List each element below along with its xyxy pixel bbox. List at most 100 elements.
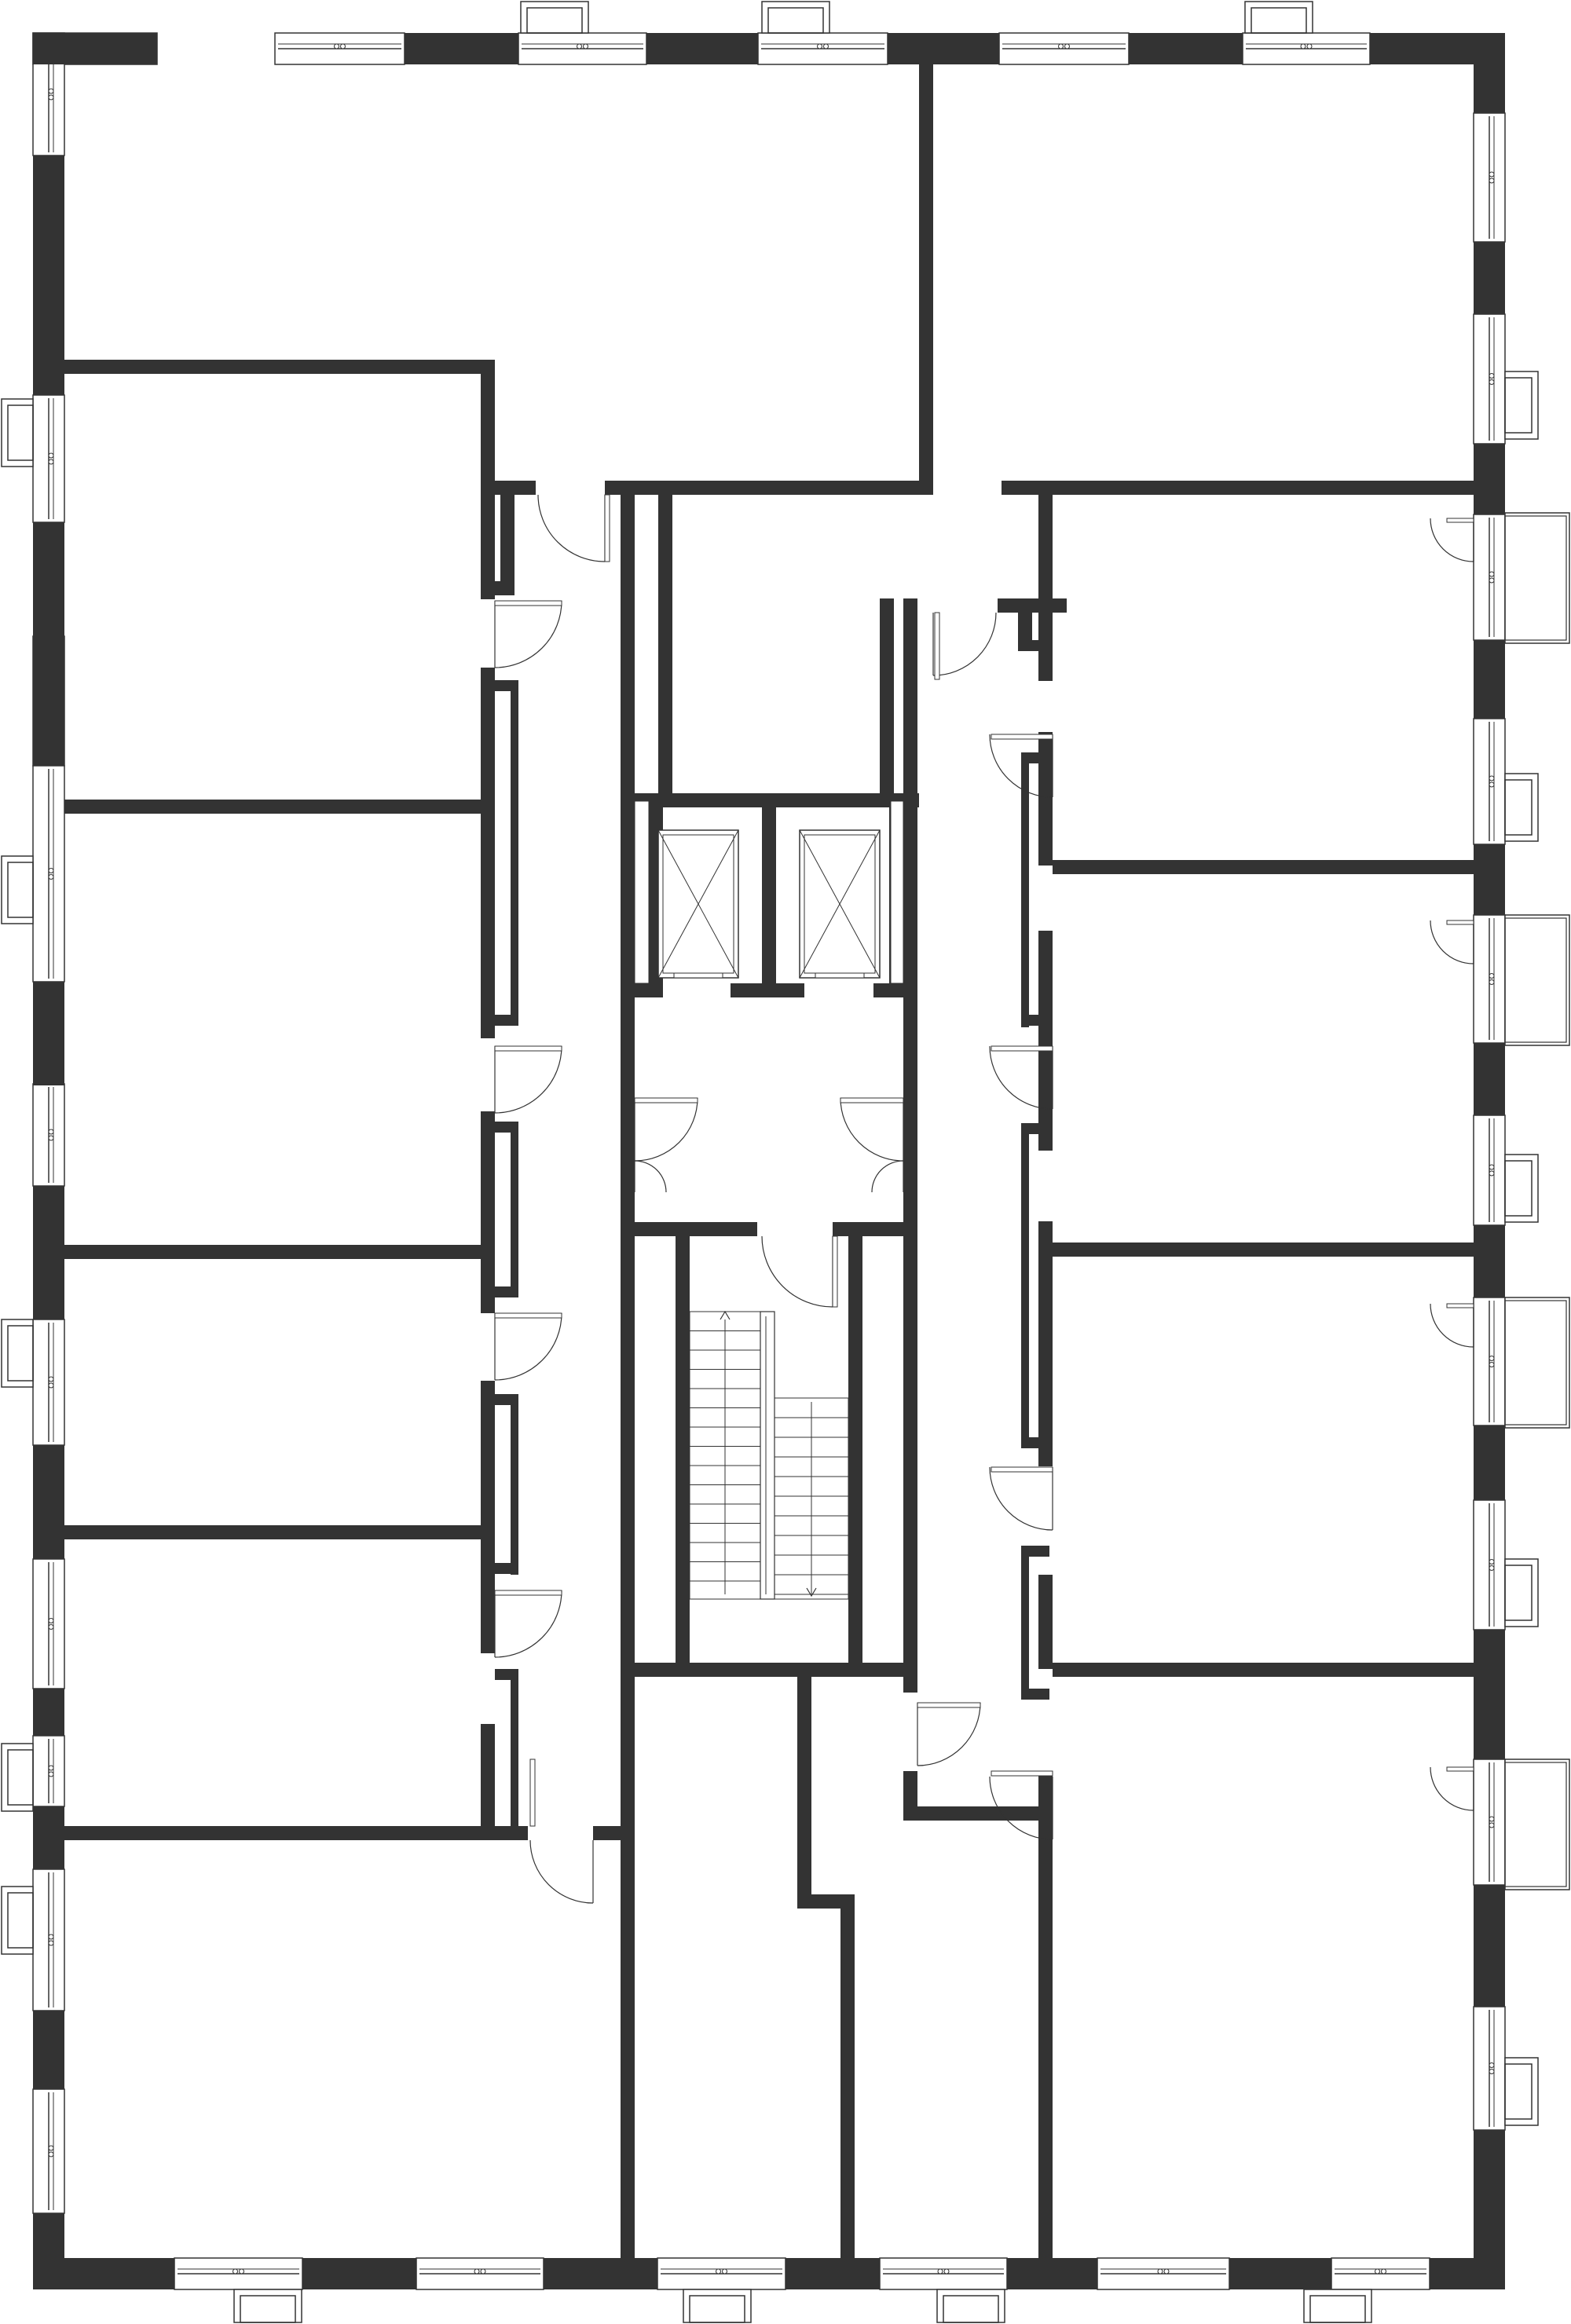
wall-segment	[511, 1394, 518, 1575]
wall-segment	[621, 1222, 757, 1236]
wall-segment	[1474, 1225, 1505, 1297]
wall-segment	[903, 793, 917, 1147]
balcony-icon	[1504, 371, 1539, 440]
window-icon	[1473, 718, 1506, 845]
window-icon	[174, 2257, 303, 2290]
window-hinge	[1489, 1816, 1495, 1822]
wall-segment	[646, 33, 758, 64]
wall-segment	[1474, 1043, 1505, 1115]
wall-segment	[302, 2258, 416, 2289]
door-swing-icon	[494, 1312, 562, 1381]
door-arc	[494, 600, 562, 668]
window-icon	[657, 2257, 786, 2290]
balcony-rail-outer	[936, 2289, 1005, 2323]
window-hinge	[1058, 43, 1064, 49]
window-icon	[1331, 2257, 1430, 2290]
arrow-down-icon	[806, 1587, 817, 1598]
door-arc	[494, 1312, 562, 1381]
window-hinge	[480, 2268, 486, 2275]
balcony-icon	[1, 398, 34, 467]
balcony-icon	[1504, 1558, 1539, 1627]
door-arc	[917, 1702, 981, 1766]
balcony-rail-outer	[761, 1, 830, 34]
balcony-rail-inner	[7, 1892, 34, 1949]
window-icon	[757, 32, 888, 65]
door-swing-icon	[1430, 518, 1474, 562]
balcony-icon	[233, 2289, 302, 2323]
door-leaf-panel	[494, 1590, 562, 1596]
door-leaf-panel	[991, 1466, 1053, 1473]
wall-segment	[1053, 860, 1474, 874]
door-arc	[1430, 1303, 1474, 1348]
door-swing-icon	[840, 1097, 904, 1162]
wall-segment	[544, 2258, 657, 2289]
elevator-door	[673, 972, 723, 979]
window-hinge	[340, 43, 346, 49]
window-hinge	[1489, 1822, 1495, 1828]
window-hinge	[1489, 1559, 1495, 1565]
door-leaf-panel	[494, 1312, 562, 1319]
wall-segment	[1038, 732, 1053, 866]
balcony-icon	[761, 1, 830, 34]
window-hinge	[1375, 2268, 1380, 2275]
loggia-inner	[1504, 1762, 1567, 1887]
balcony-icon	[1504, 1297, 1570, 1429]
window-hinge	[1489, 775, 1495, 781]
wall-segment	[481, 1381, 495, 1653]
door-arc	[494, 1590, 562, 1658]
wall-segment	[1038, 1221, 1053, 1466]
arrow-up-icon	[720, 1310, 731, 1320]
balcony-rail-inner	[767, 7, 824, 34]
wall-segment	[64, 1525, 487, 1539]
door-swing-icon	[989, 1045, 1053, 1110]
door-swing-icon	[494, 600, 562, 668]
door-leaf-panel	[991, 1045, 1053, 1052]
window-hinge	[1489, 571, 1495, 577]
door-swing-icon	[634, 1160, 667, 1193]
wall-segment	[919, 33, 933, 495]
window-hinge	[48, 88, 54, 94]
balcony-icon	[1504, 914, 1570, 1046]
window-icon	[274, 32, 405, 65]
wall-segment	[1474, 242, 1505, 314]
wall-segment	[786, 2258, 880, 2289]
wall-segment	[1007, 2258, 1097, 2289]
wall-segment	[481, 1724, 495, 1840]
window-hinge	[716, 2268, 721, 2275]
door-leaf-panel	[604, 494, 610, 562]
window-hinge	[1300, 43, 1306, 49]
balcony-icon	[1504, 1154, 1539, 1223]
loggia-outer	[1504, 512, 1570, 644]
window-icon	[1473, 514, 1506, 641]
balcony-icon	[1244, 1, 1313, 34]
window-hinge	[1064, 43, 1070, 49]
window-hinge	[48, 1618, 54, 1623]
window-hinge	[1489, 2062, 1495, 2068]
balcony-rail-inner	[1309, 2295, 1366, 2323]
balcony-rail-outer	[1, 855, 34, 924]
balcony-rail-inner	[1504, 1160, 1533, 1217]
balcony-rail-inner	[1504, 779, 1533, 836]
balcony-icon	[1303, 2289, 1372, 2323]
wall-segment	[33, 156, 64, 395]
window-icon	[1473, 2006, 1506, 2131]
wall-segment	[500, 581, 515, 586]
window-hinge	[1489, 973, 1495, 979]
doors-layer	[494, 494, 1474, 1904]
wall-segment	[481, 668, 495, 1038]
window-hinge	[48, 1940, 54, 1946]
window-icon	[32, 1558, 65, 1689]
window-hinge	[577, 43, 582, 49]
window-hinge	[474, 2268, 480, 2275]
wall-segment	[1021, 1015, 1049, 1026]
wall-segment	[33, 1689, 64, 1736]
core-layer	[634, 800, 904, 1600]
loggia-inner	[1504, 515, 1567, 641]
window-icon	[32, 1319, 65, 1446]
window-hinge	[1489, 373, 1495, 379]
window-hinge	[722, 2268, 727, 2275]
wall-segment	[621, 1190, 635, 1740]
window-hinge	[48, 1934, 54, 1940]
window-hinge	[937, 2268, 943, 2275]
door-arc	[989, 1466, 1053, 1531]
